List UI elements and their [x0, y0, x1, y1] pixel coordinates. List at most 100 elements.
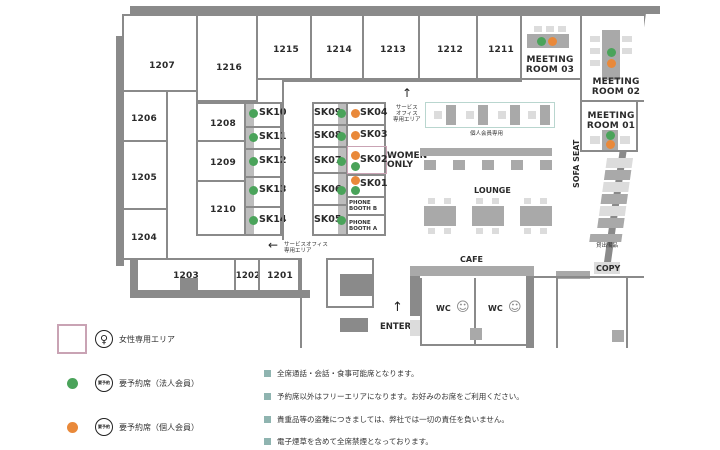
- meeting-room-label: MEETING: [592, 77, 640, 87]
- booth-divider: [314, 124, 348, 126]
- chair: [476, 198, 483, 204]
- bullet-square-icon: [264, 416, 271, 423]
- entrance-block: [410, 320, 420, 336]
- booth-divider: [348, 196, 386, 198]
- corporate-reservation-dot: [249, 216, 258, 225]
- room-1209[interactable]: 1209: [196, 140, 246, 182]
- note-item: 全席通話・会話・食事可能席となります。: [277, 369, 419, 378]
- booth-sk10[interactable]: SK10: [259, 107, 287, 118]
- lounge-table[interactable]: [472, 206, 504, 226]
- room-label: 1205: [131, 173, 157, 183]
- room-1207[interactable]: 1207: [122, 14, 198, 92]
- label: 専用エリア: [284, 248, 312, 254]
- room-1204[interactable]: 1204: [122, 208, 168, 260]
- chair: [540, 228, 547, 234]
- booth-sk01[interactable]: SK01: [360, 178, 388, 189]
- booth-sk05[interactable]: SK05: [314, 214, 342, 225]
- room-1205[interactable]: 1205: [122, 140, 168, 210]
- booth-sk02[interactable]: SK02: [360, 154, 388, 165]
- booth-sk14[interactable]: SK14: [259, 214, 287, 225]
- sofa-seat-label: SOFA SEAT: [572, 139, 581, 188]
- room-1210[interactable]: 1210: [196, 180, 246, 236]
- room-label: 1207: [149, 61, 175, 71]
- outer-wall-bottom: [130, 290, 310, 298]
- booth-strip: [338, 104, 346, 234]
- room-1208[interactable]: 1208: [196, 102, 246, 142]
- lounge-table[interactable]: [520, 206, 552, 226]
- women-area-label: 女性専用エリア: [119, 335, 175, 344]
- room-1212[interactable]: 1212: [418, 14, 478, 80]
- room-1201[interactable]: 1201: [258, 258, 300, 292]
- corridor-wall: [284, 80, 522, 82]
- phone-booth-label: BOOTH A: [349, 226, 378, 232]
- notes: 全席通話・会話・食事可能席となります。 予約席以外はフリーエリアになります。お好…: [255, 360, 715, 450]
- chair: [524, 198, 531, 204]
- meeting-room-03[interactable]: MEETING ROOM 03: [520, 14, 582, 80]
- sofa: [603, 170, 632, 180]
- booth-sk09[interactable]: SK09: [314, 107, 342, 118]
- booth-sk04[interactable]: SK04: [360, 107, 388, 118]
- individual-members-counter[interactable]: [425, 102, 555, 128]
- booth-sk08[interactable]: SK08: [314, 130, 342, 141]
- note-item: 予約席以外はフリーエリアになります。お好みのお席をご利用ください。: [277, 392, 524, 401]
- individual-reservation-dot: [548, 37, 557, 46]
- corporate-reservation-dot: [337, 186, 346, 195]
- room-1213[interactable]: 1213: [362, 14, 420, 80]
- label: サービスオフィス: [284, 242, 328, 248]
- room-1211[interactable]: 1211: [476, 14, 522, 80]
- booth-sk03[interactable]: SK03: [360, 129, 388, 140]
- room-label: 1214: [326, 45, 352, 55]
- booth-sk13[interactable]: SK13: [259, 184, 287, 195]
- enter-label: ENTER: [380, 322, 412, 332]
- chair: [444, 228, 451, 234]
- chair: [428, 228, 435, 234]
- sofa: [602, 182, 630, 192]
- meeting-room-01[interactable]: MEETING ROOM 01: [580, 100, 638, 152]
- room-1202[interactable]: 1202: [234, 258, 260, 292]
- booth-sk06[interactable]: SK06: [314, 184, 342, 195]
- corporate-reservation-dot: [337, 216, 346, 225]
- sofa: [597, 218, 625, 228]
- wc-wall: [526, 276, 534, 348]
- stair-area: [326, 258, 374, 308]
- pillar: [612, 330, 624, 342]
- corporate-reservation-dot: [249, 157, 258, 166]
- service-office-label: サービス オフィス 専用エリア: [393, 105, 421, 123]
- corporate-reservation-dot: [606, 131, 615, 140]
- room-1203[interactable]: 1203: [136, 258, 236, 292]
- meeting-room-label: ROOM 01: [586, 121, 636, 131]
- booth-sk11[interactable]: SK11: [259, 131, 287, 142]
- room-label: 1203: [173, 271, 199, 281]
- reserve-icon: 要予約: [95, 374, 113, 392]
- booth-sk12[interactable]: SK12: [259, 155, 287, 166]
- outer-wall-left: [116, 36, 124, 266]
- desk: [478, 105, 488, 125]
- individual-reservation-dot: [67, 422, 78, 433]
- women-only-label: WOMEN: [387, 151, 428, 161]
- room-1216[interactable]: 1216: [196, 14, 258, 102]
- room-label: 1209: [210, 158, 236, 168]
- meeting-room-label: MEETING: [526, 55, 574, 65]
- stool: [540, 160, 552, 170]
- chair: [620, 136, 630, 144]
- booth-divider: [246, 126, 282, 128]
- room-1206[interactable]: 1206: [122, 90, 168, 142]
- booth-divider: [246, 206, 282, 208]
- wc-men[interactable]: WC ☺: [420, 278, 476, 346]
- lounge-table[interactable]: [424, 206, 456, 226]
- chair: [528, 111, 536, 119]
- room-label: 1202: [235, 271, 261, 281]
- booth-sk07[interactable]: SK07: [314, 155, 342, 166]
- meeting-room-02[interactable]: MEETING ROOM 02: [580, 14, 644, 102]
- sofa: [605, 158, 634, 168]
- booth-strip: [246, 104, 254, 234]
- room-label: 1204: [131, 233, 157, 243]
- room-1214[interactable]: 1214: [310, 14, 364, 80]
- room-1215[interactable]: 1215: [256, 14, 312, 80]
- individual-reservation-dot: [351, 151, 360, 160]
- reserve-icon: 要予約: [95, 418, 113, 436]
- room-label: 1215: [273, 45, 299, 55]
- wc-women[interactable]: WC ☺: [470, 278, 528, 346]
